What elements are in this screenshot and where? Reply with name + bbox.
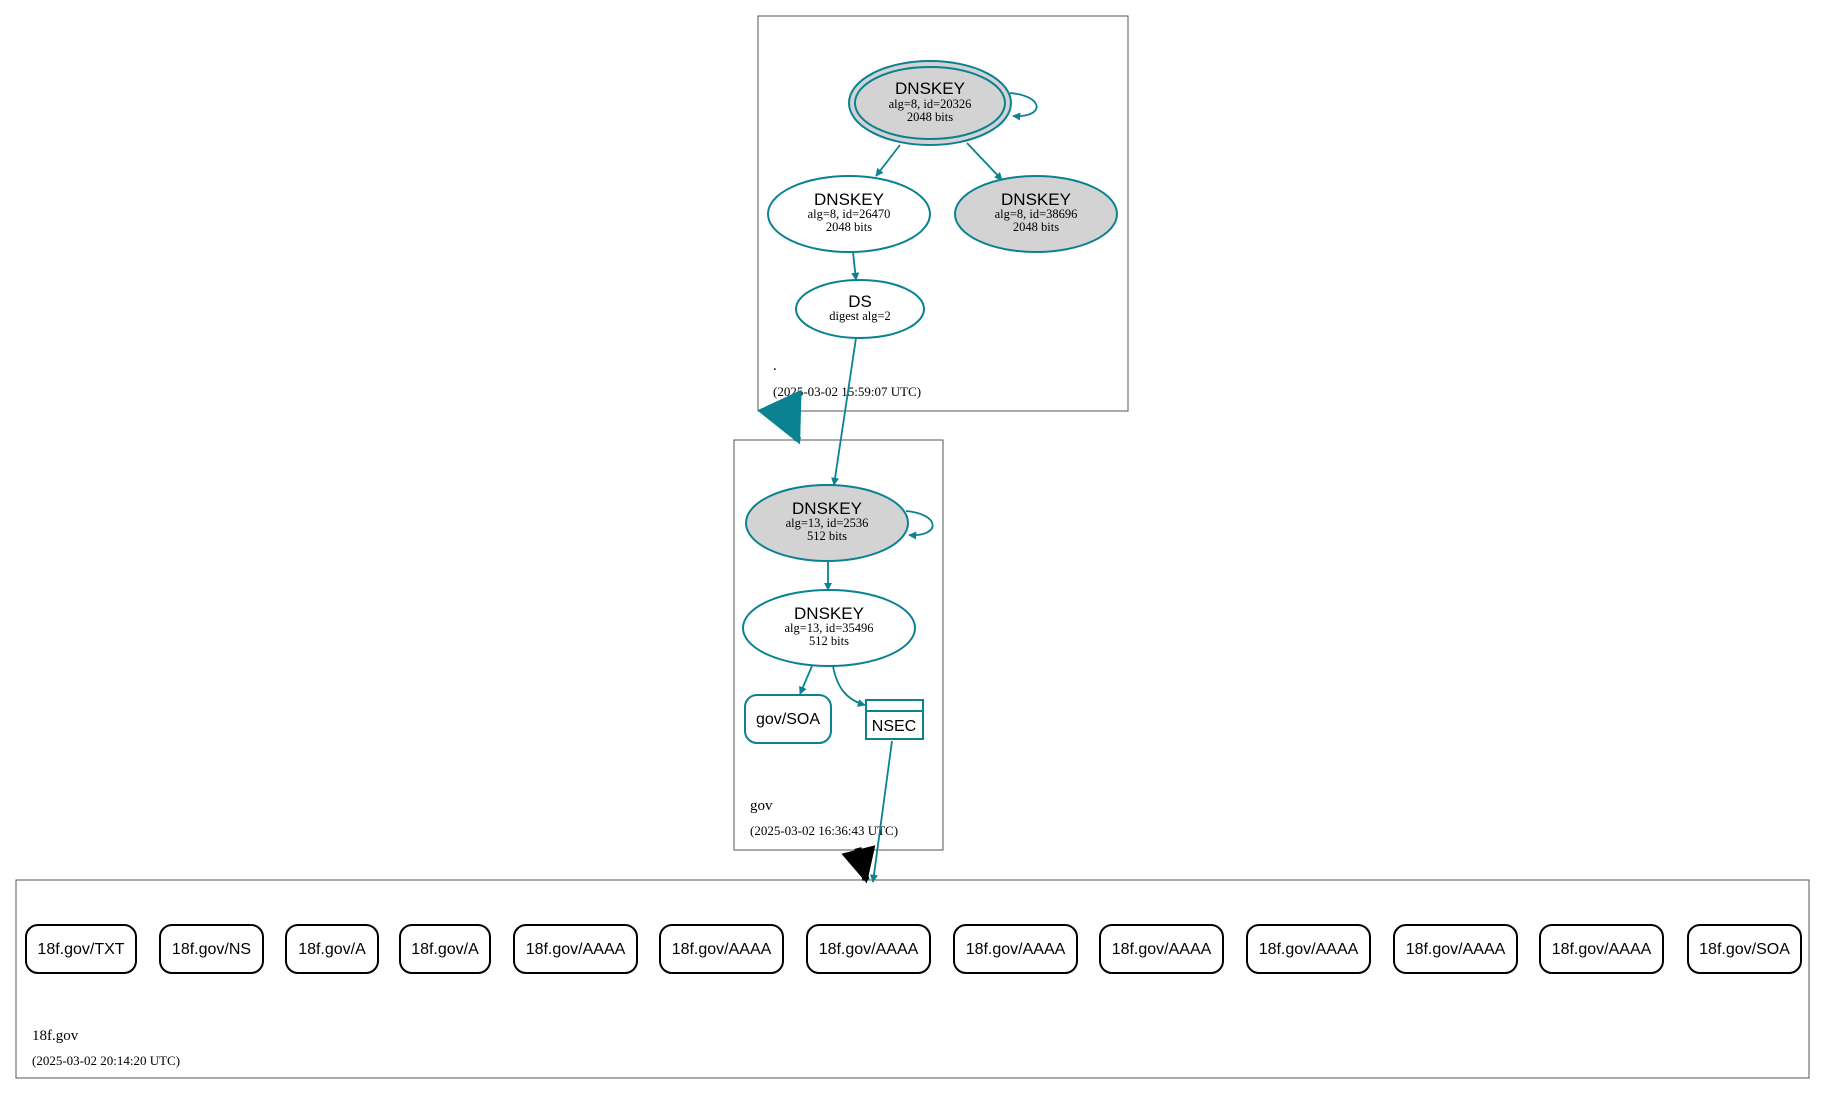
gov-zsk-node[interactable]: DNSKEY alg=13, id=35496 512 bits — [742, 589, 916, 667]
record-node-label: 18f.gov/AAAA — [1406, 941, 1506, 958]
record-node-label: 18f.gov/AAAA — [1552, 941, 1652, 958]
gov-soa-rect — [744, 694, 832, 744]
edge-ds-to-gov-ksk — [831, 337, 857, 486]
record-node[interactable]: 18f.gov/AAAA — [513, 924, 638, 974]
edge-root-ksk-to-zsk — [875, 144, 901, 177]
root-ksk-title: DNSKEY — [895, 79, 965, 98]
record-node[interactable]: 18f.gov/TXT — [25, 924, 137, 974]
record-node[interactable]: 18f.gov/A — [285, 924, 379, 974]
root-standby-title: DNSKEY — [1001, 190, 1071, 209]
record-node-box — [25, 924, 137, 974]
gov-ksk-line2: 512 bits — [807, 529, 847, 543]
record-node-box — [953, 924, 1078, 974]
record-node[interactable]: 18f.gov/AAAA — [806, 924, 931, 974]
record-node-label: 18f.gov/A — [298, 941, 366, 958]
record-node-label: 18f.gov/TXT — [37, 941, 124, 958]
record-node-box — [806, 924, 931, 974]
record-node-box — [1099, 924, 1224, 974]
edge-root-ksk-to-standby — [966, 142, 1003, 181]
record-node-box — [159, 924, 264, 974]
record-node-box — [513, 924, 638, 974]
record-node-label: 18f.gov/SOA — [1699, 941, 1790, 958]
root-zsk-line2: 2048 bits — [826, 220, 872, 234]
root-ds-ellipse — [795, 279, 925, 339]
zone-root: DNSKEY alg=8, id=20326 2048 bits DNSKEY … — [757, 15, 1129, 412]
root-ksk-inner-ring — [854, 66, 1006, 140]
root-ksk-line1: alg=8, id=20326 — [889, 97, 972, 111]
zone-18f-gov: 18f.gov/TXT 18f.gov/NS 18f.gov/A 18f.gov/A 1… — [15, 879, 1810, 1079]
record-node-label: 18f.gov/AAAA — [966, 941, 1066, 958]
gov-ksk-ellipse — [745, 484, 909, 562]
record-node-box — [1539, 924, 1664, 974]
edge-root-zsk-to-ds — [851, 251, 860, 281]
record-node[interactable]: 18f.gov/AAAA — [659, 924, 784, 974]
record-node[interactable]: 18f.gov/AAAA — [1539, 924, 1664, 974]
record-node-label: 18f.gov/A — [411, 941, 479, 958]
record-node-label: 18f.gov/AAAA — [819, 941, 919, 958]
gov-ksk-node[interactable]: DNSKEY alg=13, id=2536 512 bits — [745, 484, 909, 562]
gov-ksk-line1: alg=13, id=2536 — [786, 516, 869, 530]
gov-soa-label: gov/SOA — [756, 711, 820, 728]
root-ds-node[interactable]: DS digest alg=2 — [795, 279, 925, 339]
record-node-label: 18f.gov/AAAA — [672, 941, 772, 958]
record-node-box — [399, 924, 491, 974]
gov-zone-name: gov — [750, 798, 773, 814]
root-ds-line1: digest alg=2 — [829, 309, 891, 323]
record-node[interactable]: 18f.gov/SOA — [1687, 924, 1802, 974]
gov-nsec-node[interactable]: NSEC — [865, 699, 924, 740]
root-standby-ellipse — [954, 175, 1118, 253]
gov-nsec-rect — [865, 699, 924, 740]
gov-nsec-label: NSEC — [872, 718, 916, 735]
record-node-label: 18f.gov/NS — [172, 941, 251, 958]
f18-zone-timestamp: (2025-03-02 20:14:20 UTC) — [32, 1053, 180, 1068]
root-zsk-title: DNSKEY — [814, 190, 884, 209]
root-standby-line2: 2048 bits — [1013, 220, 1059, 234]
root-ksk-line2: 2048 bits — [907, 110, 953, 124]
gov-ksk-title: DNSKEY — [792, 499, 862, 518]
edge-root-ksk-self — [1009, 92, 1038, 121]
gov-zsk-line2: 512 bits — [809, 634, 849, 648]
root-zsk-node[interactable]: DNSKEY alg=8, id=26470 2048 bits — [767, 175, 931, 253]
root-standby-line1: alg=8, id=38696 — [995, 207, 1078, 221]
root-zone-name: . — [773, 358, 777, 374]
zone-18f-box — [15, 879, 1810, 1079]
gov-zsk-line1: alg=13, id=35496 — [784, 621, 873, 635]
record-node-label: 18f.gov/AAAA — [526, 941, 626, 958]
f18-zone-name: 18f.gov — [32, 1028, 79, 1044]
record-node[interactable]: 18f.gov/NS — [159, 924, 264, 974]
record-node-box — [285, 924, 379, 974]
record-node[interactable]: 18f.gov/AAAA — [1393, 924, 1518, 974]
root-standby-key-node[interactable]: DNSKEY alg=8, id=38696 2048 bits — [954, 175, 1118, 253]
record-node-box — [659, 924, 784, 974]
edges — [757, 92, 1038, 884]
root-zsk-line1: alg=8, id=26470 — [808, 207, 891, 221]
edge-gov-zsk-to-nsec — [832, 665, 866, 707]
root-ksk-node[interactable]: DNSKEY alg=8, id=20326 2048 bits — [848, 60, 1012, 146]
edge-gov-zsk-to-soa — [799, 665, 813, 695]
gov-soa-node[interactable]: gov/SOA — [744, 694, 832, 744]
record-node[interactable]: 18f.gov/A — [399, 924, 491, 974]
gov-zsk-title: DNSKEY — [794, 604, 864, 623]
record-node-box — [1246, 924, 1371, 974]
edge-nsec-to-18f — [869, 740, 893, 883]
record-node[interactable]: 18f.gov/AAAA — [1099, 924, 1224, 974]
edge-root-to-gov-delegation — [757, 389, 802, 445]
record-node-box — [1393, 924, 1518, 974]
record-node-label: 18f.gov/AAAA — [1259, 941, 1359, 958]
edge-gov-to-18f-delegation — [841, 845, 876, 884]
gov-zone-timestamp: (2025-03-02 16:36:43 UTC) — [750, 823, 898, 838]
root-zone-timestamp: (2025-03-02 15:59:07 UTC) — [773, 384, 921, 399]
record-node[interactable]: 18f.gov/AAAA — [953, 924, 1078, 974]
root-zsk-ellipse — [767, 175, 931, 253]
root-ds-title: DS — [848, 292, 872, 311]
record-node-label: 18f.gov/AAAA — [1112, 941, 1212, 958]
records-row: 18f.gov/TXT 18f.gov/NS 18f.gov/A 18f.gov/A 1… — [25, 924, 1802, 974]
record-node[interactable]: 18f.gov/AAAA — [1246, 924, 1371, 974]
edge-gov-ksk-self — [905, 510, 934, 540]
record-node-box — [1687, 924, 1802, 974]
zone-gov: DNSKEY alg=13, id=2536 512 bits DNSKEY a… — [733, 439, 944, 851]
